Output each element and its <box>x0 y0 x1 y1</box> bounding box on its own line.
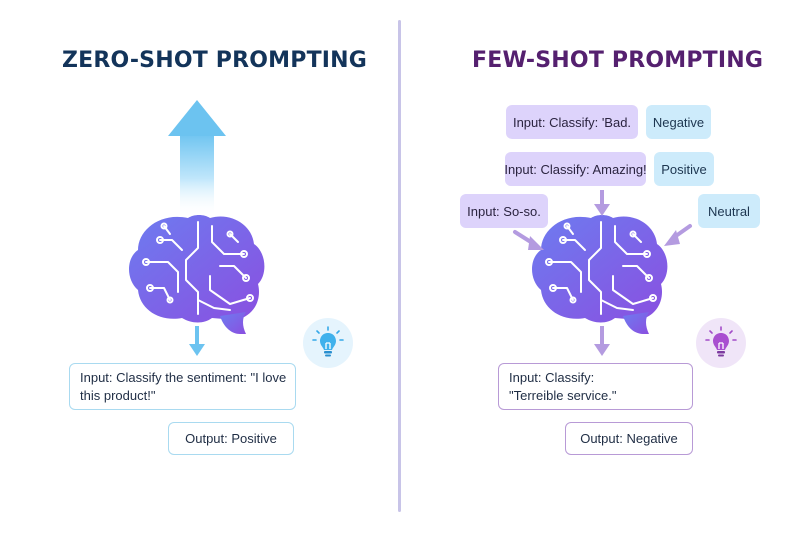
zero-shot-input-line2: this product!" <box>80 387 156 403</box>
few-shot-input-box: Input: Classify: "Terreible service." <box>498 363 693 410</box>
zero-shot-input-line1: Input: Classify the sentiment: "I love <box>80 369 287 385</box>
down-arrow-icon-zero-shot <box>189 326 205 356</box>
example-input-box: Input: So-so. <box>460 194 548 228</box>
zero-shot-input-box: Input: Classify the sentiment: "I love t… <box>69 363 296 410</box>
few-shot-output-box: Output: Negative <box>565 422 693 455</box>
example-label-box: Positive <box>654 152 714 186</box>
example-label-text: Positive <box>661 161 707 177</box>
example-input-text: Input: Classify: Amazing! <box>504 161 647 177</box>
few-shot-input-line1: Input: Classify: <box>509 369 595 385</box>
zero-shot-output-text: Output: Positive <box>185 431 277 446</box>
example-input-box: Input: Classify: Amazing! <box>504 152 647 186</box>
few-shot-input-line2: "Terreible service." <box>509 387 617 403</box>
example-label-box: Neutral <box>698 194 760 228</box>
down-arrow-icon-few-shot <box>594 326 610 356</box>
lightbulb-icon-purple <box>696 318 746 368</box>
brain-icon-few-shot <box>532 215 668 334</box>
diagonal-arrow-icon-right <box>664 224 692 246</box>
few-shot-title: FEW-SHOT PROMPTING <box>472 48 764 73</box>
down-arrow-icon-top <box>594 190 610 216</box>
few-shot-output-text: Output: Negative <box>580 431 678 446</box>
example-input-text: Input: Classify: 'Bad. <box>512 114 632 130</box>
example-input-text: Input: So-so. <box>467 203 541 219</box>
zero-shot-output-box: Output: Positive <box>168 422 294 455</box>
brain-icon-zero-shot <box>129 215 265 334</box>
center-divider <box>398 20 401 512</box>
lightbulb-icon-blue <box>303 318 353 368</box>
zero-shot-title: ZERO-SHOT PROMPTING <box>62 48 368 73</box>
example-label-text: Neutral <box>708 203 750 219</box>
example-label-box: Negative <box>646 105 711 139</box>
up-arrow-icon <box>168 100 226 216</box>
diagonal-arrow-icon-left <box>513 230 544 250</box>
example-input-box: Input: Classify: 'Bad. <box>506 105 638 139</box>
example-label-text: Negative <box>652 114 705 130</box>
